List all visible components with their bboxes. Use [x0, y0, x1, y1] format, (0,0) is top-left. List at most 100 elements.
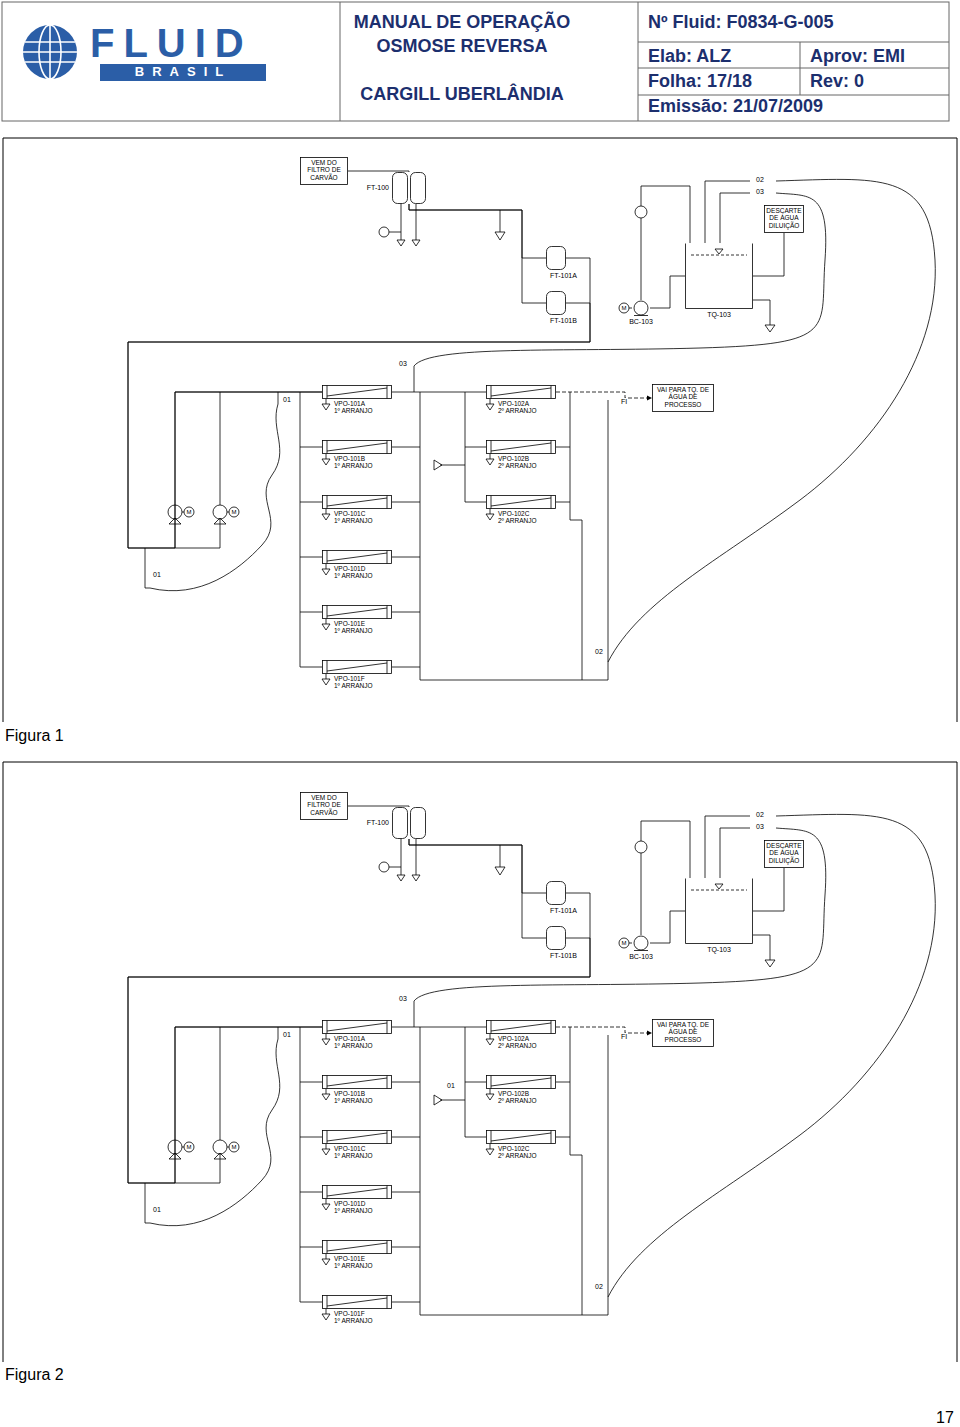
membrane-line: [327, 386, 387, 399]
vessel-outline: [487, 1076, 556, 1089]
pump-symbol: BC-103: [632, 300, 650, 316]
membrane-vessel: VPO-101C1º ARRANJO: [322, 1130, 392, 1144]
equipment-tag: VPO-102C: [498, 510, 537, 517]
equipment-tag: VPO-101E: [334, 620, 373, 627]
process-line: [409, 204, 546, 258]
node-text-wrap: FT-101B: [550, 317, 577, 325]
figure-1-linework: [145, 179, 935, 685]
tank: TQ-103: [685, 878, 753, 944]
callout-number: 03: [755, 823, 765, 831]
membrane-vessel: VPO-101B1º ARRANJO: [322, 440, 392, 454]
membrane-vessel: VPO-102C2º ARRANJO: [486, 1130, 556, 1144]
shape-outline: [486, 1020, 556, 1034]
equipment-note: 2º ARRANJO: [498, 1097, 537, 1104]
equipment-tag: DESCARTE DE ÁGUA DILUIÇÃO: [766, 842, 802, 864]
logo-globe-lines: [23, 25, 77, 79]
callout-number: 01: [282, 396, 292, 404]
process-line: [650, 911, 685, 943]
membrane-line: [327, 1296, 387, 1309]
equipment-tag: FT-101A: [550, 272, 577, 280]
callout-number: 01: [282, 1031, 292, 1039]
label-anchor: M: [232, 509, 237, 516]
label-anchor: 01: [152, 571, 162, 579]
node-text-wrap: VPO-101C1º ARRANJO: [334, 510, 373, 524]
vessel-outline: [323, 661, 392, 674]
figure-caption: Figura 2: [5, 1366, 64, 1384]
box-outline: [653, 1020, 714, 1047]
membrane-vessel: VPO-102C2º ARRANJO: [486, 495, 556, 509]
pump-symbol: BC-103: [632, 935, 650, 951]
membrane-vessel: VPO-102A2º ARRANJO: [486, 385, 556, 399]
node-text-wrap: VAI PARA TQ. DE ÁGUA DE PROCESSO: [652, 1019, 714, 1045]
membrane-vessel: VPO-101E1º ARRANJO: [322, 605, 392, 619]
callout-number: 03: [755, 188, 765, 196]
equipment-note: 2º ARRANJO: [498, 1152, 537, 1159]
shape-outline: [322, 550, 392, 564]
process-line: [392, 1027, 486, 1028]
label-anchor: 01: [282, 1031, 292, 1039]
shape-outline: [322, 1075, 392, 1089]
label-anchor: MANUAL DE OPERAÇÃO: [354, 12, 571, 33]
shape-outline: [546, 291, 566, 315]
equipment-note: 1º ARRANJO: [334, 517, 373, 524]
vessel-outline: [323, 1131, 392, 1144]
equipment-tag: VPO-101D: [334, 1200, 373, 1207]
motor-letter: M: [622, 940, 627, 947]
label-anchor: 03: [755, 823, 765, 831]
label-anchor: Emissão: 21/07/2009: [648, 96, 823, 117]
label-anchor: Aprov: EMI: [810, 46, 905, 67]
node-text-wrap: VPO-102B2º ARRANJO: [498, 1090, 537, 1104]
vessel-outline: [487, 496, 556, 509]
box-outline: [301, 158, 348, 185]
equipment-tag: VAI PARA TQ. DE ÁGUA DE PROCESSO: [654, 1021, 712, 1043]
membrane-vessel: VPO-101B1º ARRANJO: [322, 1075, 392, 1089]
membrane-line: [491, 1021, 551, 1034]
callout-number: FI: [620, 398, 628, 406]
node-text-wrap: VPO-101F1º ARRANJO: [334, 675, 373, 689]
vessel-outline: [323, 1296, 392, 1309]
motor-letter: M: [187, 509, 192, 516]
equipment-tag: DESCARTE DE ÁGUA DILUIÇÃO: [766, 207, 802, 229]
membrane-vessel: VPO-101F1º ARRANJO: [322, 660, 392, 674]
membrane-vessel: VPO-101D1º ARRANJO: [322, 550, 392, 564]
arrow-head: [647, 396, 652, 401]
equipment-tag: VPO-101B: [334, 455, 373, 462]
node-text-wrap: VPO-101F1º ARRANJO: [334, 1310, 373, 1324]
equipment-tag: VPO-101A: [334, 1035, 373, 1042]
tank: TQ-103: [685, 243, 753, 309]
shape-outline: [392, 807, 426, 839]
equipment-tag: FT-100: [367, 184, 389, 192]
node-text-wrap: VPO-101D1º ARRANJO: [334, 565, 373, 579]
logo-wordmark: FLUID: [90, 20, 253, 66]
membrane-line: [327, 441, 387, 454]
equipment-tag: BC-103: [629, 953, 653, 961]
node-text-wrap: BC-103: [629, 318, 653, 326]
vessel-outline: [323, 551, 392, 564]
shape-outline: [322, 495, 392, 509]
filter-outline: [393, 173, 408, 204]
node-text-wrap: VPO-102A2º ARRANJO: [498, 400, 537, 414]
node-text-wrap: VPO-101A1º ARRANJO: [334, 400, 373, 414]
callout-number: 01: [152, 1206, 162, 1214]
label-anchor: M: [622, 940, 627, 947]
process-line: [650, 276, 685, 308]
shape-outline: [322, 1295, 392, 1309]
process-line: [556, 392, 652, 398]
box-outline: [765, 841, 804, 868]
process-line: [556, 1027, 652, 1033]
equipment-tag: TQ-103: [707, 311, 731, 319]
filter-outline: [547, 882, 566, 905]
equipment-tag: VPO-101B: [334, 1090, 373, 1097]
equipment-tag: FT-101B: [550, 317, 577, 325]
callout-number: 02: [594, 1283, 604, 1291]
callout-number: 02: [594, 648, 604, 656]
equipment-note: 1º ARRANJO: [334, 407, 373, 414]
process-line: [409, 839, 546, 893]
node-text-wrap: VPO-102B2º ARRANJO: [498, 455, 537, 469]
membrane-vessel: VPO-102A2º ARRANJO: [486, 1020, 556, 1034]
shape-outline: [322, 385, 392, 399]
equipment-note: 1º ARRANJO: [334, 1097, 373, 1104]
logo-subtitle: BRASIL: [135, 65, 231, 80]
vessel-outline: [323, 1241, 392, 1254]
